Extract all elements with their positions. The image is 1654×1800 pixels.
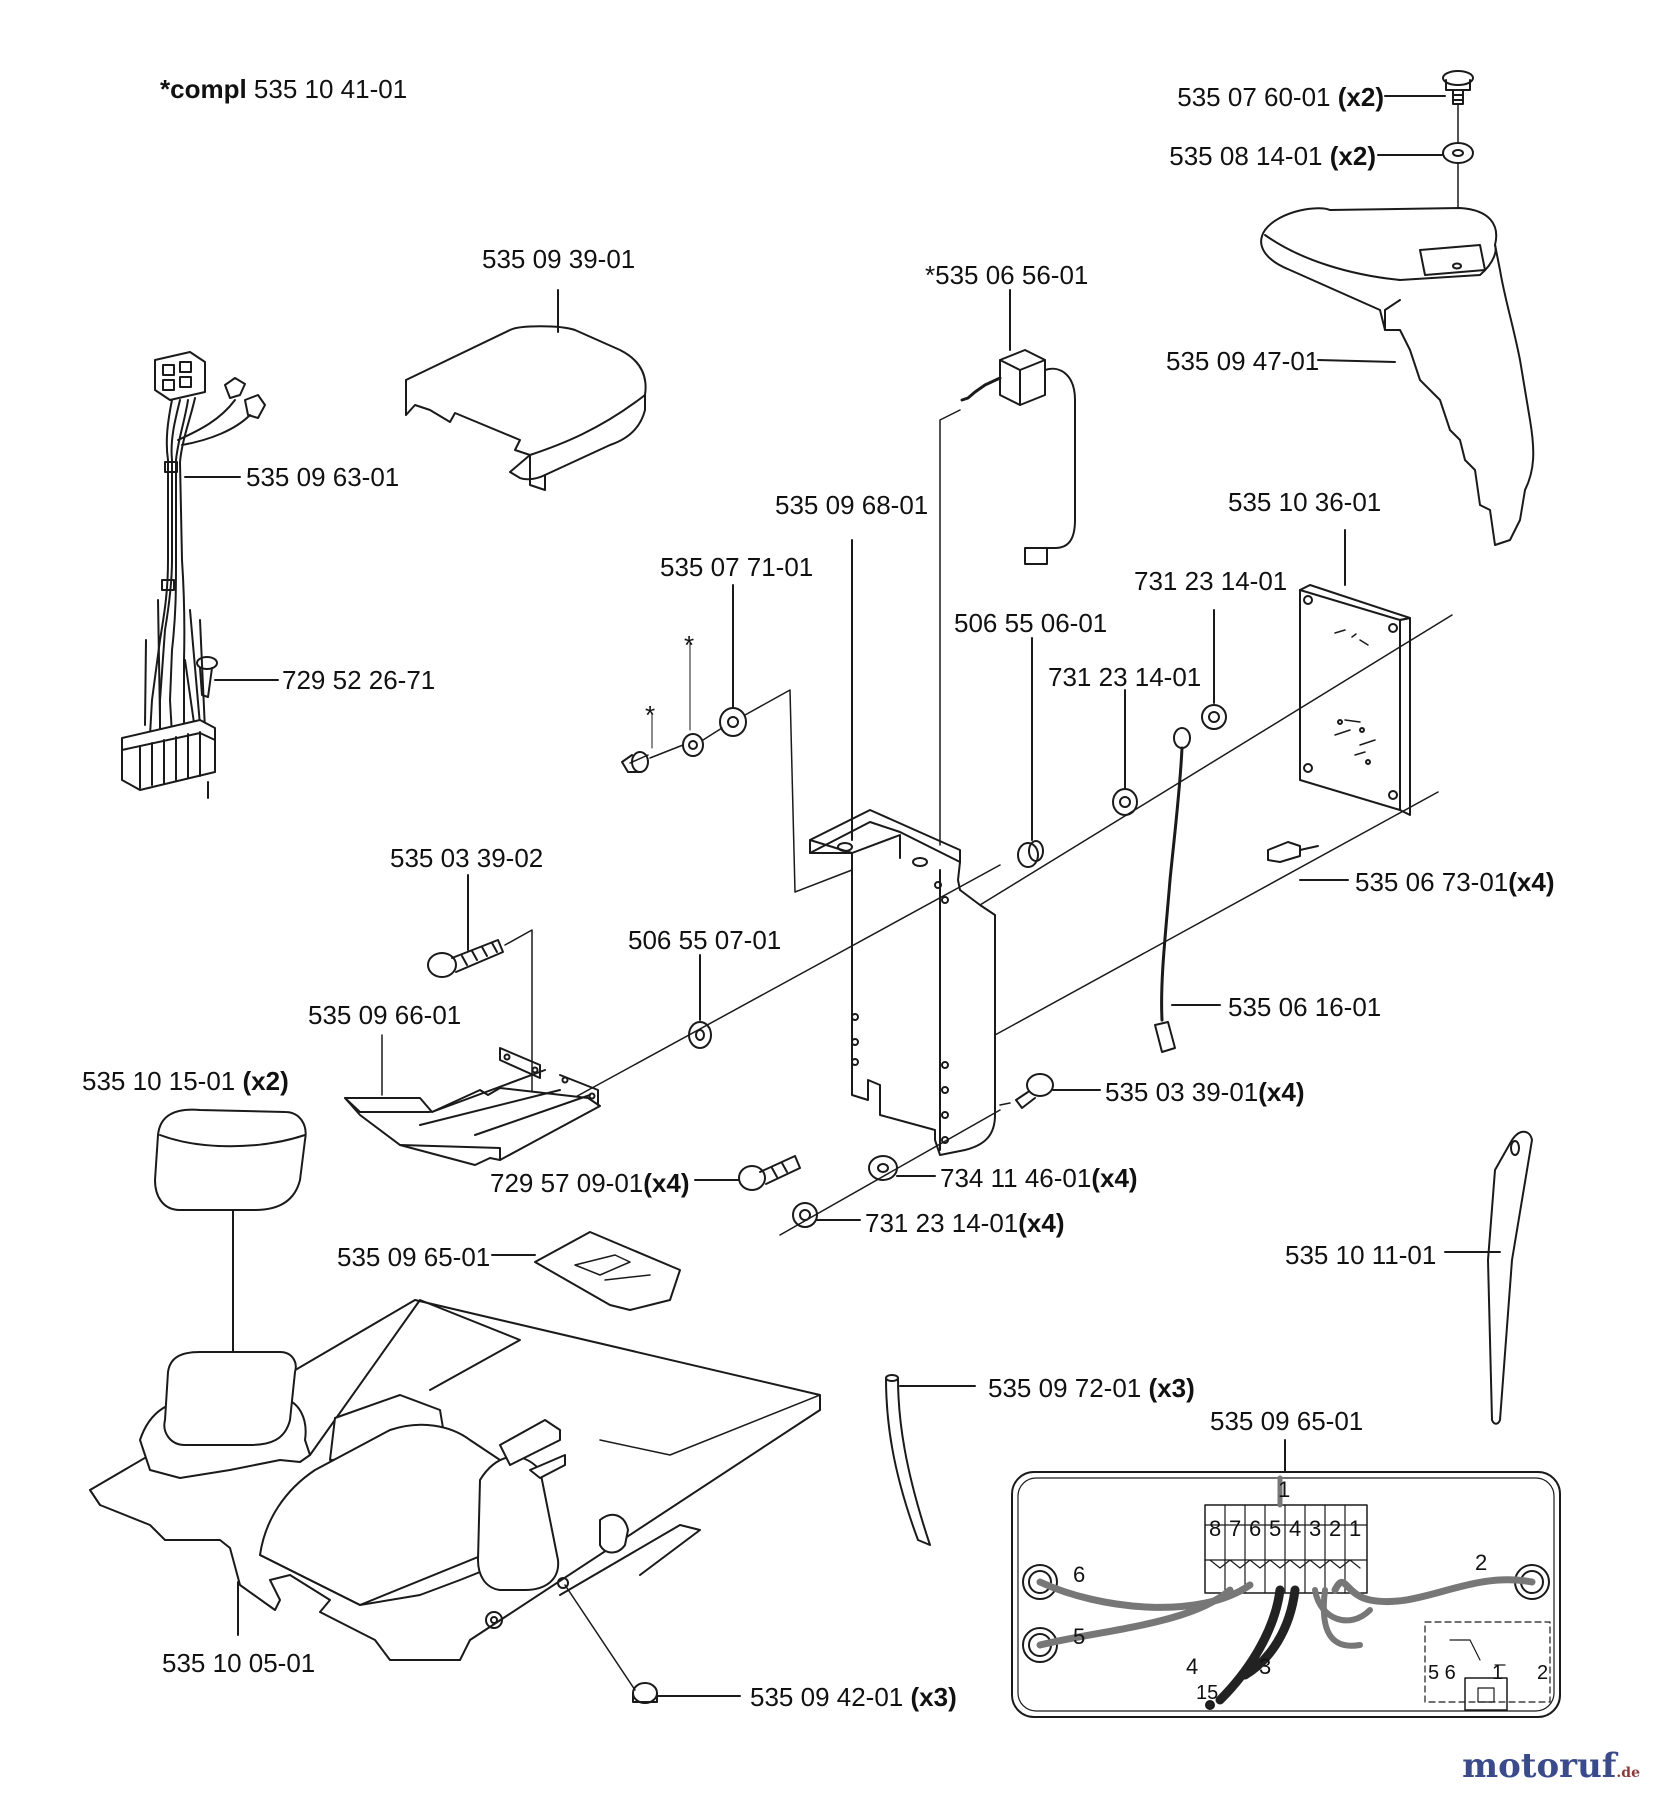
nut-b-icon [1201,704,1227,730]
label-plate-icon [534,1231,681,1311]
terminal-7: 7 [1229,1516,1242,1541]
spacer-b-icon [688,1021,712,1049]
terminal-5: 5 [1269,1516,1282,1541]
terminal-1: 1 [1349,1516,1362,1541]
top-cover-icon [1260,207,1535,546]
label-plug[interactable]: 535 09 42-01 (x3) [750,1682,957,1712]
mounting-plate-icon [344,1047,601,1166]
circuit-board-icon [1299,584,1411,816]
wire-label-4: 4 [1186,1654,1199,1679]
label-plate[interactable]: 535 09 66-01 [308,1000,462,1030]
terminal-2: 2 [1329,1516,1342,1541]
label-screw-top[interactable]: 535 07 60-01 (x2) [1177,82,1384,112]
label-long-screw[interactable]: 729 57 09-01(x4) [490,1168,690,1198]
tube-icon [885,1374,931,1546]
watermark-logo: motoruf.de [1462,1746,1640,1786]
label-tool[interactable]: 535 10 11-01 [1285,1240,1437,1270]
label-switch[interactable]: *535 06 56-01 [925,260,1089,290]
inset-label-2: 2 [1537,1662,1549,1684]
terminal-3: 3 [1309,1516,1322,1541]
inset-label-1: 1 [1492,1662,1504,1684]
nut-c-icon [792,1202,818,1228]
wire-label-5: 5 [1073,1624,1086,1649]
label-nut-a[interactable]: 731 23 14-01 [1134,566,1288,596]
label-cover-box[interactable]: 535 09 39-01 [482,244,636,274]
label-washer-b[interactable]: 734 11 46-01(x4) [940,1163,1138,1193]
label-base[interactable]: 535 10 05-01 [162,1648,316,1678]
label-small-screw[interactable]: 729 52 26-71 [282,665,436,695]
washer-top-icon [1442,142,1474,164]
plug-icon [632,1682,658,1704]
label-washer-stack[interactable]: 535 07 71-01 [660,552,814,582]
label-spacer-a[interactable]: 506 55 06-01 [954,608,1108,638]
switch-icon [960,349,1076,565]
wire-label-3: 3 [1259,1654,1272,1679]
inset-label-5-6: 5 6 [1428,1662,1456,1684]
screw-top-icon [1442,70,1474,105]
label-knob[interactable]: 535 10 15-01 (x2) [82,1066,289,1096]
label-spacer-b[interactable]: 506 55 07-01 [628,925,782,955]
terminal-6: 6 [1249,1516,1262,1541]
small-screw-icon [196,656,218,698]
base-unit-icon [89,1299,821,1661]
tool-icon [1487,1130,1533,1425]
complete-assembly-label: *compl 535 10 41-01 [160,74,407,104]
wire-label-2: 2 [1475,1550,1488,1575]
label-nut-c[interactable]: 731 23 14-01(x4) [865,1208,1065,1238]
mounting-bracket-icon [809,809,996,1156]
label-ground-wire[interactable]: 535 06 16-01 [1228,992,1382,1022]
label-nut-b[interactable]: 731 23 14-01 [1048,662,1202,692]
label-wiring-detail[interactable]: 535 09 65-01 [1210,1406,1364,1436]
complete-part-number: 535 10 41-01 [253,74,408,104]
cable-harness-icon [121,351,266,799]
wire-label-6: 6 [1073,1562,1086,1587]
wire-label-1: 1 [1278,1477,1291,1502]
label-tube[interactable]: 535 09 72-01 (x3) [988,1373,1195,1403]
washer-stack-icon [621,707,747,773]
complete-prefix: *compl [160,74,247,104]
label-asterisk-b: * [645,700,656,730]
label-bracket-screw[interactable]: 535 03 39-01(x4) [1105,1077,1305,1107]
label-top-cover[interactable]: 535 09 47-01 [1166,346,1320,376]
ground-wire-icon [1154,727,1191,1053]
cover-box-icon [405,325,647,491]
nut-a-icon [1112,788,1138,816]
long-screw-icon [738,1155,801,1191]
label-circuit-board[interactable]: 535 10 36-01 [1228,487,1382,517]
label-asterisk-a: * [684,630,695,660]
terminal-4: 4 [1289,1516,1302,1541]
wiring-detail-box [1011,1471,1561,1718]
label-cable-harness[interactable]: 535 09 63-01 [246,462,400,492]
washer-b-icon [868,1155,898,1181]
bolt-icon [427,939,504,978]
spacer-a-icon [1017,840,1044,868]
standoff-icon [1267,841,1319,863]
label-washer-top[interactable]: 535 08 14-01 (x2) [1169,141,1376,171]
knob-icon [154,1108,307,1211]
bracket-screw-icon [1015,1073,1054,1109]
label-bracket[interactable]: 535 09 68-01 [775,490,929,520]
pin-label-15: 15 [1196,1682,1219,1704]
label-label-plate[interactable]: 535 09 65-01 [337,1242,491,1272]
label-bolt[interactable]: 535 03 39-02 [390,843,544,873]
terminal-8: 8 [1209,1516,1222,1541]
label-standoff[interactable]: 535 06 73-01(x4) [1355,867,1555,897]
